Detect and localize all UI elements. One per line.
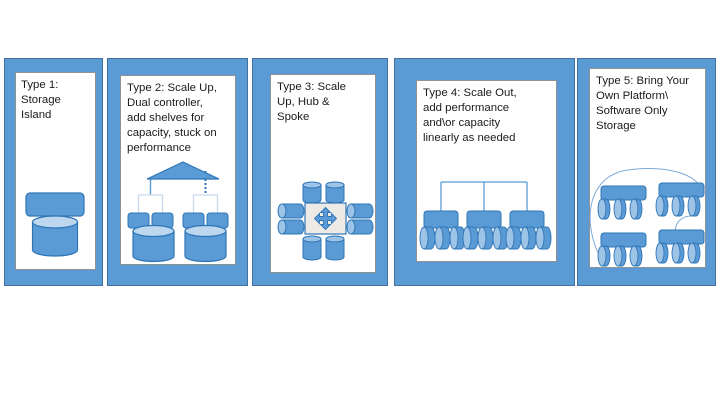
storage-cylinder	[31, 221, 79, 257]
cylinder-top	[325, 235, 345, 243]
cylinder-cap	[346, 203, 356, 219]
panel-type-4: Type 4: Scale Out, add performance and\o…	[394, 58, 575, 286]
label-type-5: Type 5: Bring Your Own Platform\ Softwar…	[596, 75, 690, 132]
cylinder-cap	[277, 203, 287, 219]
cylinder-cap	[597, 245, 607, 267]
cylinder-cap	[419, 226, 429, 250]
label-type-3: Type 3: Scale Up, Hub & Spoke	[277, 81, 347, 123]
cylinder-top	[184, 224, 227, 238]
scale-up-dual-controller-icon	[127, 161, 229, 263]
cylinder-cap	[277, 219, 287, 235]
spoke-cylinder	[281, 203, 305, 219]
card-type-3: Type 3: Scale Up, Hub & Spoke	[270, 74, 376, 273]
shelf-box	[509, 210, 545, 229]
cylinder-cap	[687, 195, 697, 217]
storage-cylinder	[184, 230, 227, 263]
cylinder-top	[31, 215, 79, 229]
cylinder-cap	[477, 226, 487, 250]
cylinder-cap	[687, 242, 697, 264]
cylinder-cap	[346, 219, 356, 235]
cylinder-cap	[597, 198, 607, 220]
cylinder-cap	[434, 226, 444, 250]
four-way-arrow	[313, 206, 338, 231]
scale-out-cluster-icon	[419, 181, 552, 250]
cylinder-cap	[535, 226, 545, 250]
cylinder-top	[302, 181, 322, 189]
panel-type-3: Type 3: Scale Up, Hub & Spoke	[252, 58, 388, 286]
left-fork-connector	[137, 194, 164, 213]
cylinder-cap	[613, 245, 623, 267]
cylinder-cap	[520, 226, 530, 250]
shelf-box	[600, 185, 647, 201]
cylinder-top	[302, 235, 322, 243]
byo-platform-mesh-icon	[590, 168, 705, 267]
cylinder-cap	[629, 198, 639, 220]
shelf-box	[466, 210, 502, 229]
shelf-box	[658, 182, 705, 198]
spoke-cylinder	[325, 238, 345, 261]
spoke-cylinder	[350, 219, 374, 235]
label-type-1: Type 1: Storage Island	[21, 79, 61, 121]
cylinder-cap	[462, 226, 472, 250]
card-type-4: Type 4: Scale Out, add performance and\o…	[416, 80, 557, 262]
card-type-5: Type 5: Bring Your Own Platform\ Softwar…	[589, 68, 706, 268]
shelf-box	[658, 229, 705, 245]
roof-triangle	[146, 161, 220, 180]
mesh-arc-large	[590, 168, 703, 256]
cylinder-cap	[492, 226, 502, 250]
storage-island-icon	[25, 192, 85, 257]
spoke-cylinder	[350, 203, 374, 219]
card-type-2: Type 2: Scale Up, Dual controller, add s…	[120, 75, 236, 265]
shelf-box	[600, 232, 647, 248]
cylinder-cap	[671, 242, 681, 264]
cylinder-top	[132, 224, 175, 238]
panel-type-1: Type 1: Storage Island	[4, 58, 103, 286]
label-type-2: Type 2: Scale Up, Dual controller, add s…	[127, 82, 217, 154]
cylinder-cap	[629, 245, 639, 267]
panel-type-2: Type 2: Scale Up, Dual controller, add s…	[107, 58, 248, 286]
cylinder-cap	[613, 198, 623, 220]
panel-type-5: Type 5: Bring Your Own Platform\ Softwar…	[577, 58, 716, 286]
storage-cylinder	[132, 230, 175, 263]
cylinder-top	[325, 181, 345, 189]
controller-box	[25, 192, 85, 217]
card-type-1: Type 1: Storage Island	[15, 72, 96, 270]
cylinder-cap	[505, 226, 515, 250]
label-type-4: Type 4: Scale Out, add performance and\o…	[423, 87, 517, 144]
shelf-box	[423, 210, 459, 229]
cylinder-cap	[671, 195, 681, 217]
spoke-cylinder	[281, 219, 305, 235]
spoke-cylinder	[302, 238, 322, 261]
cylinder-cap	[449, 226, 459, 250]
cylinder-cap	[655, 195, 665, 217]
right-fork-connector	[192, 194, 219, 213]
hub-and-spoke-icon	[277, 181, 374, 261]
cylinder-cap	[655, 242, 665, 264]
